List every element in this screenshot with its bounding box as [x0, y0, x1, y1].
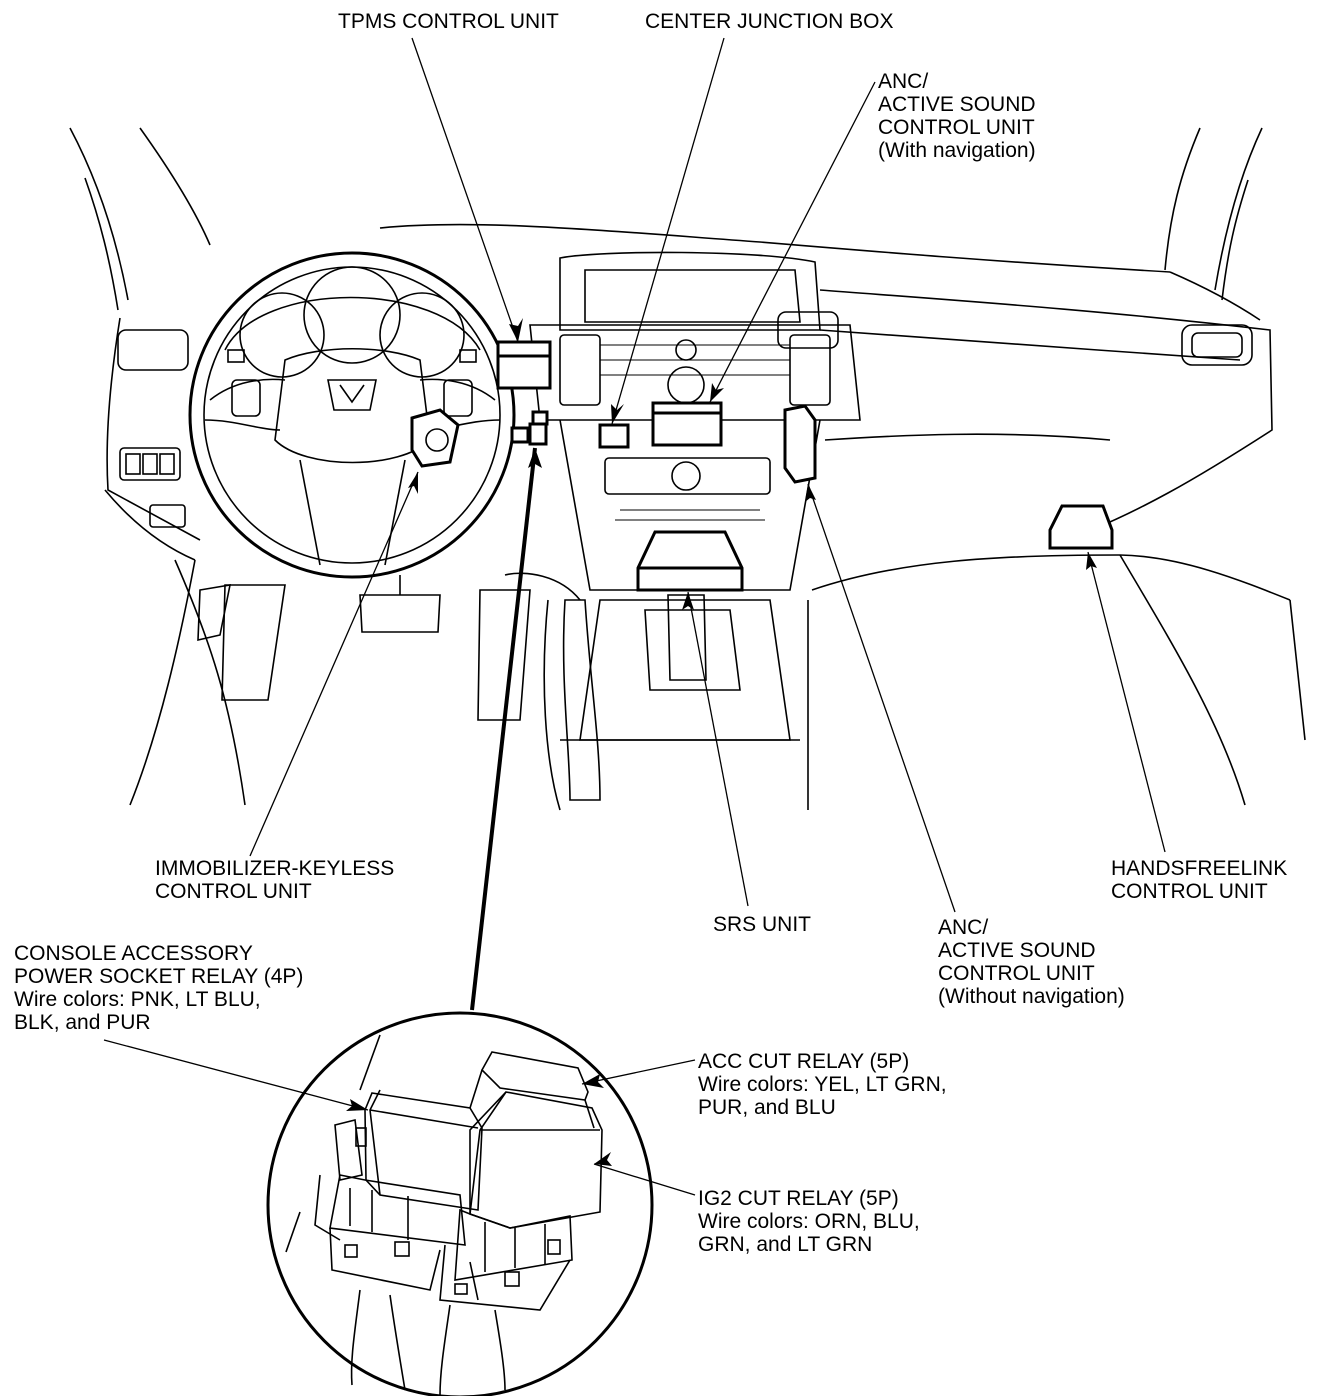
label-console-accessory-relay: CONSOLE ACCESSORY POWER SOCKET RELAY (4P…: [14, 942, 303, 1034]
label-center-junction-box: CENTER JUNCTION BOX: [645, 10, 894, 33]
label-anc-wn-line-2: ACTIVE SOUND: [878, 93, 1036, 116]
tpms-control-unit-box: [496, 340, 552, 390]
label-anc-won-line-3: CONTROL UNIT: [938, 962, 1095, 985]
label-immob-line-2: CONTROL UNIT: [155, 880, 312, 903]
relay-inset: [103, 1011, 696, 1396]
dashboard-outline: [69, 127, 1306, 806]
label-console-line-3: Wire colors: PNK, LT BLU,: [14, 988, 261, 1011]
label-hfl-line-2: CONTROL UNIT: [1111, 880, 1268, 903]
label-acc-line-2: Wire colors: YEL, LT GRN,: [698, 1073, 947, 1096]
label-console-line-2: POWER SOCKET RELAY (4P): [14, 965, 304, 988]
label-ig2-line-3: GRN, and LT GRN: [698, 1233, 873, 1256]
label-acc-line-3: PUR, and BLU: [698, 1096, 836, 1119]
label-ig2-line-2: Wire colors: ORN, BLU,: [698, 1210, 920, 1233]
label-immob-line-1: IMMOBILIZER-KEYLESS: [155, 857, 395, 880]
label-anc-wn-line-1: ANC/: [878, 70, 929, 93]
leader-lines: [249, 37, 1166, 1011]
label-acc-line-1: ACC CUT RELAY (5P): [698, 1050, 910, 1073]
center-junction-box-shape: [598, 423, 630, 449]
anc-without-nav-box: [783, 404, 817, 484]
label-ig2-cut-relay: IG2 CUT RELAY (5P) Wire colors: ORN, BLU…: [698, 1187, 920, 1256]
label-console-line-4: BLK, and PUR: [14, 1011, 151, 1034]
label-anc-without-navigation: ANC/ ACTIVE SOUND CONTROL UNIT (Without …: [938, 916, 1125, 1008]
label-acc-cut-relay: ACC CUT RELAY (5P) Wire colors: YEL, LT …: [698, 1050, 947, 1119]
label-srs-line-1: SRS UNIT: [713, 913, 812, 936]
relay-small-c: [531, 410, 549, 426]
label-anc-won-line-2: ACTIVE SOUND: [938, 939, 1096, 962]
label-anc-wn-line-4: (With navigation): [878, 139, 1036, 162]
immobilizer-keyless-box: [410, 408, 460, 468]
relay-small-a: [510, 426, 530, 444]
label-anc-with-navigation: ANC/ ACTIVE SOUND CONTROL UNIT (With nav…: [878, 70, 1036, 162]
label-cjb-line-1: CENTER JUNCTION BOX: [645, 10, 894, 33]
label-tpms-control-unit: TPMS CONTROL UNIT: [338, 10, 559, 33]
label-console-line-1: CONSOLE ACCESSORY: [14, 942, 253, 965]
label-hfl-line-1: HANDSFREELINK: [1111, 857, 1288, 880]
center-stack: [504, 251, 861, 811]
handsfreelink-box: [1048, 504, 1114, 550]
label-ig2-line-1: IG2 CUT RELAY (5P): [698, 1187, 899, 1210]
label-tpms-line-1: TPMS CONTROL UNIT: [338, 10, 559, 33]
arrowheads: [346, 318, 1097, 1166]
label-anc-wn-line-3: CONTROL UNIT: [878, 116, 1035, 139]
anc-with-nav-box: [651, 401, 723, 447]
srs-unit-box: [636, 530, 744, 592]
label-srs-unit: SRS UNIT: [713, 913, 811, 936]
steering-wheel: [188, 251, 516, 579]
relay-small-b: [528, 422, 548, 446]
label-handsfreelink: HANDSFREELINK CONTROL UNIT: [1111, 857, 1287, 903]
components: [410, 340, 1114, 592]
label-anc-won-line-1: ANC/: [938, 916, 989, 939]
label-anc-won-line-4: (Without navigation): [938, 985, 1125, 1008]
label-immobilizer-keyless: IMMOBILIZER-KEYLESS CONTROL UNIT: [155, 857, 394, 903]
